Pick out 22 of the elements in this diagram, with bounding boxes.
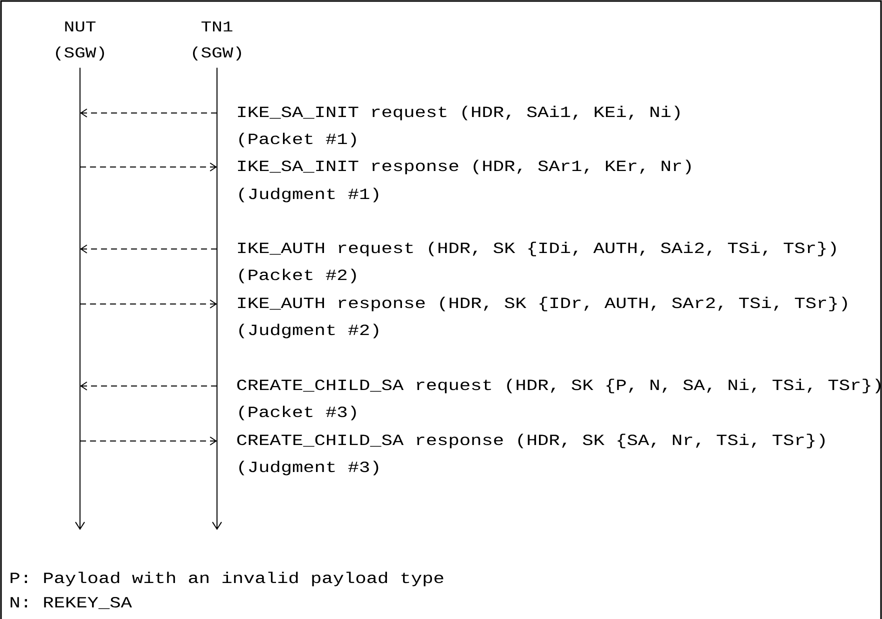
message-arrow xyxy=(80,108,218,118)
packet-note: (Judgment #3) xyxy=(239,460,378,476)
participant-label: NUT (SGW) xyxy=(56,22,104,60)
message-arrow xyxy=(80,382,218,390)
message-label: IKE_AUTH response (HDR, SK {IDr, AUTH, SAr2, TSi, TSr}) xyxy=(238,296,847,312)
message-label: CREATE_CHILD_SA request (HDR, SK {P, N, SA, Ni, TSi, TSr}) xyxy=(237,378,880,394)
packet-note: (Packet #2) xyxy=(239,268,356,284)
message-arrow xyxy=(80,244,218,254)
message-label: CREATE_CHILD_SA response (HDR, SK {SA, Nr, TSi, TSr}) xyxy=(237,434,825,448)
message-label: IKE_AUTH request (HDR, SK {IDi, AUTH, SAi2, TSi, TSr}) xyxy=(238,242,836,256)
packet-note: (Judgment #2) xyxy=(239,324,378,338)
message-label: IKE_SA_INIT request (HDR, SAi1, KEi, Ni) xyxy=(238,106,680,120)
message-arrow xyxy=(80,162,217,172)
message-arrow xyxy=(80,436,217,446)
packet-note: (Judgment #1) xyxy=(239,188,378,202)
message-label: IKE_SA_INIT response (HDR, SAr1, KEr, Nr) xyxy=(238,160,691,174)
footnote: P: Payload with an invalid payload type xyxy=(10,572,444,586)
footnote: N: REKEY_SA xyxy=(10,597,132,610)
packet-note: (Packet #3) xyxy=(239,406,356,420)
message-arrow xyxy=(80,300,217,308)
participant-label: TN1 (SGW) xyxy=(193,22,241,60)
packet-note: (Packet #1) xyxy=(239,132,356,148)
